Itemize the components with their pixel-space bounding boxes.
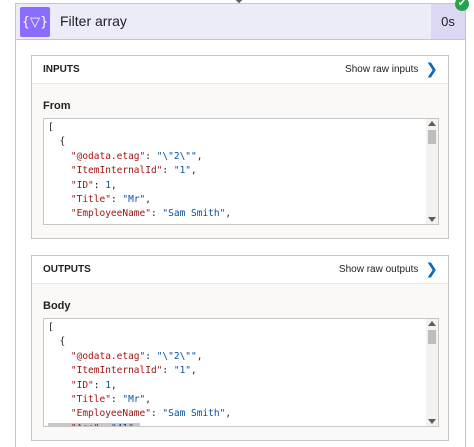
code-token: , xyxy=(191,365,197,377)
code-token: "Sam Smith" xyxy=(162,408,226,420)
chevron-right-icon: ❯ xyxy=(425,60,438,78)
code-token: 1 xyxy=(105,179,111,191)
code-token: [ xyxy=(48,322,54,333)
code-token: : xyxy=(150,408,163,420)
code-token: : xyxy=(110,394,123,406)
code-token: : xyxy=(145,350,157,362)
code-token: "ID" xyxy=(70,179,94,191)
code-token: , xyxy=(196,150,203,162)
code-token: : xyxy=(145,150,157,162)
show-raw-inputs-label: Show raw inputs xyxy=(345,63,419,75)
code-token: "41" xyxy=(111,423,134,426)
scroll-down-arrow-icon[interactable] xyxy=(428,419,436,424)
code-token: { xyxy=(48,336,66,348)
scroll-up-arrow-icon[interactable] xyxy=(428,321,436,326)
inputs-header: INPUTS Show raw inputs ❯ xyxy=(32,56,448,84)
code-token: : xyxy=(110,194,123,206)
body-scrollbar[interactable] xyxy=(426,319,438,426)
code-token: "Mr" xyxy=(122,394,146,406)
code-token: "EmployeeName" xyxy=(70,408,151,420)
show-raw-inputs-link[interactable]: Show raw inputs ❯ xyxy=(345,61,438,77)
code-token: "Sam Smith" xyxy=(162,208,226,220)
body-label: Body xyxy=(43,300,71,312)
code-token: 1 xyxy=(105,379,111,391)
from-scrollbar[interactable] xyxy=(426,119,438,224)
code-token: "\"2\"" xyxy=(156,150,197,162)
from-code-content: [ { "@odata.etag": "\"2\"", "ItemInterna… xyxy=(48,121,422,224)
code-token: "1" xyxy=(173,365,192,377)
code-token: "Age" xyxy=(71,223,100,224)
code-token: "Age" xyxy=(71,423,100,426)
code-token: : xyxy=(162,165,174,177)
code-token: "ItemInternalId" xyxy=(70,165,163,177)
chevron-right-icon: ❯ xyxy=(425,260,438,278)
show-raw-outputs-label: Show raw outputs xyxy=(338,263,419,275)
code-token: { xyxy=(48,136,66,148)
from-code-viewer[interactable]: [ { "@odata.etag": "\"2\"", "ItemInterna… xyxy=(43,118,439,225)
outputs-title: OUTPUTS xyxy=(43,264,91,275)
show-raw-outputs-link[interactable]: Show raw outputs ❯ xyxy=(339,261,438,277)
outputs-section: OUTPUTS Show raw outputs ❯ Body [ { "@od… xyxy=(31,255,449,441)
code-token: : xyxy=(100,223,111,224)
from-label: From xyxy=(43,100,71,112)
code-token: , xyxy=(110,379,117,391)
body-code-content: [ { "@odata.etag": "\"2\"", "ItemInterna… xyxy=(48,321,422,426)
scroll-thumb[interactable] xyxy=(428,330,436,344)
code-token: "EmployeeName" xyxy=(70,208,151,220)
code-token: "ItemInternalId" xyxy=(70,365,163,377)
code-token: "Title" xyxy=(70,194,111,206)
code-token: , xyxy=(134,423,140,426)
code-token: "Title" xyxy=(70,394,111,406)
code-token: , xyxy=(191,165,197,177)
body-code-viewer[interactable]: [ { "@odata.etag": "\"2\"", "ItemInterna… xyxy=(43,318,439,427)
code-token: [ xyxy=(48,122,54,133)
code-token: , xyxy=(110,179,117,191)
code-token: : xyxy=(162,365,174,377)
filter-array-icon: {▽} xyxy=(20,7,50,37)
code-token: "@odata.etag" xyxy=(70,150,146,162)
code-token: "\"2\"" xyxy=(156,350,197,362)
code-token: , xyxy=(225,408,232,420)
inputs-title: INPUTS xyxy=(43,64,80,75)
code-token: , xyxy=(145,394,152,406)
code-token: "Mr" xyxy=(122,194,146,206)
code-token: , xyxy=(196,350,203,362)
code-token: : xyxy=(150,208,163,220)
scroll-down-arrow-icon[interactable] xyxy=(428,217,436,222)
code-token: "ID" xyxy=(70,379,94,391)
code-token: : xyxy=(100,423,111,426)
scroll-up-arrow-icon[interactable] xyxy=(428,121,436,126)
action-header[interactable]: {▽} Filter array 0s xyxy=(16,4,465,40)
code-token: "41" xyxy=(111,223,134,224)
scroll-thumb[interactable] xyxy=(428,130,436,144)
code-token: , xyxy=(225,208,232,220)
code-token: "@odata.etag" xyxy=(70,350,146,362)
action-card: {▽} Filter array 0s INPUTS Show raw inpu… xyxy=(15,3,466,447)
inputs-section: INPUTS Show raw inputs ❯ From [ { "@odat… xyxy=(31,55,449,239)
code-token: : xyxy=(93,379,106,391)
code-token: : xyxy=(93,179,106,191)
success-check-icon: ✔ xyxy=(455,0,469,11)
action-title: Filter array xyxy=(60,13,127,29)
code-token: , xyxy=(145,194,152,206)
code-token: , xyxy=(134,223,140,224)
code-token: "1" xyxy=(173,165,192,177)
code-token: "Age": "41", xyxy=(48,422,140,426)
outputs-header: OUTPUTS Show raw outputs ❯ xyxy=(32,256,448,284)
